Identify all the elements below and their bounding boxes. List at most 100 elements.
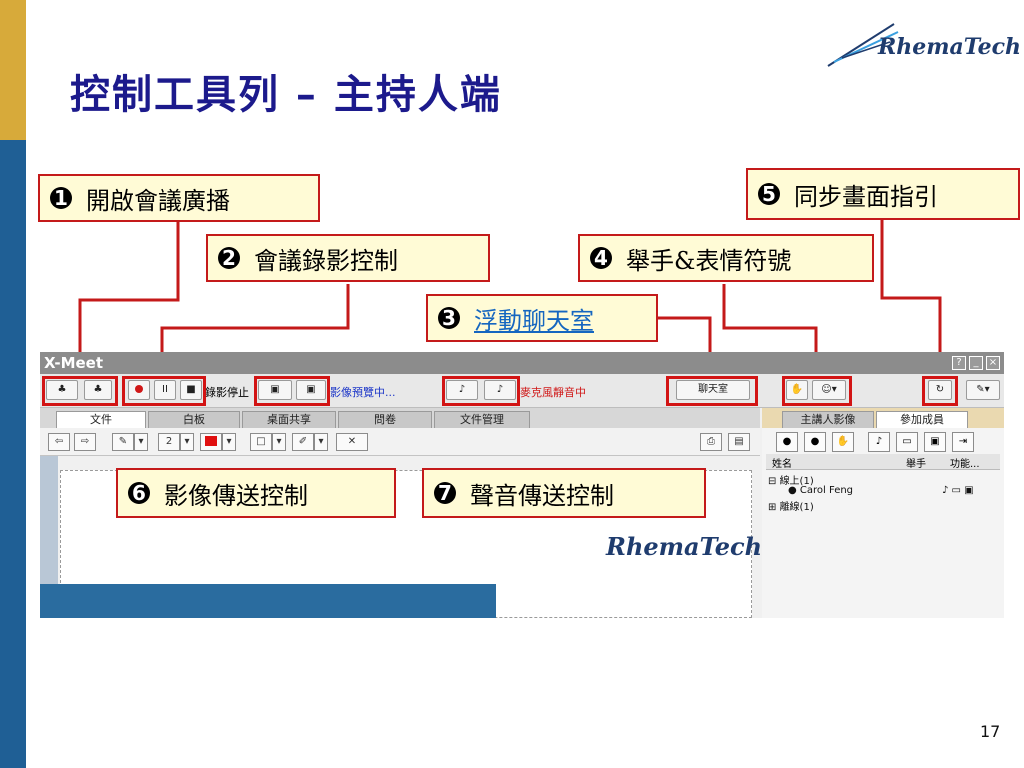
tab-presenter-video[interactable]: 主講人影像	[782, 411, 874, 428]
mic-status: 麥克風靜音中	[520, 386, 586, 399]
video-send-icon[interactable]: ▣	[258, 380, 292, 400]
callout-5: 5 同步畫面指引	[746, 168, 1020, 220]
page-select[interactable]: 2	[158, 433, 180, 451]
help-icon[interactable]: ?	[952, 356, 966, 370]
mic-icon[interactable]: ♪	[446, 380, 478, 400]
callout-2: 2 會議錄影控制	[206, 234, 490, 282]
callout-number-5: 5	[758, 182, 780, 206]
side-bar-gold	[0, 0, 26, 140]
sync-icon[interactable]: ↻	[928, 380, 952, 400]
callout-number-3: 3	[438, 306, 460, 330]
clear-icon[interactable]: ✕	[336, 433, 368, 451]
highlight-record	[122, 376, 206, 406]
video-stop-icon[interactable]: ▣	[296, 380, 326, 400]
next-page-icon[interactable]: ⇨	[74, 433, 96, 451]
callout-number-6: 6	[128, 481, 150, 505]
exit-icon[interactable]: ⇥	[952, 432, 974, 452]
camera-icon[interactable]: ▣	[924, 432, 946, 452]
callout-text-1: 開啟會議廣播	[86, 186, 230, 215]
col-function: 功能...	[950, 459, 980, 470]
stop-button[interactable]: ■	[180, 380, 202, 400]
callout-3: 3 浮動聊天室	[426, 294, 658, 342]
eraser-dropdown-icon[interactable]: ▾	[314, 433, 328, 451]
side-bar-blue	[0, 140, 26, 768]
callout-number-4: 4	[590, 246, 612, 270]
page-dropdown-icon[interactable]: ▾	[180, 433, 194, 451]
callout-4: 4 舉手&表情符號	[578, 234, 874, 282]
user-icon[interactable]: ●	[776, 432, 798, 452]
tab-whiteboard[interactable]: 白板	[148, 411, 240, 428]
callout-7: 7 聲音傳送控制	[422, 468, 706, 518]
tools-icon[interactable]: ✎▾	[966, 380, 1000, 400]
app-screenshot: X-Meet ? _ × ♣ ♣ II ■ 錄影停止 ▣ ▣ 影像預覽中... …	[40, 352, 1004, 618]
tree-user[interactable]: ● Carol Feng	[788, 485, 854, 496]
left-collapse-strip[interactable]	[40, 456, 58, 618]
tree-offline[interactable]: ⊞ 離線(1)	[768, 502, 814, 513]
pen-icon[interactable]: ✎	[112, 433, 134, 451]
callout-1: 1 開啟會議廣播	[38, 174, 320, 222]
callout-text-4: 舉手&表情符號	[626, 246, 792, 275]
tab-survey[interactable]: 問卷	[338, 411, 432, 428]
raise-hand-icon[interactable]: ✋	[786, 380, 808, 400]
tab-desktop-share[interactable]: 桌面共享	[242, 411, 336, 428]
callout-text-6: 影像傳送控制	[164, 481, 308, 510]
slide-title: 控制工具列 – 主持人端	[70, 71, 502, 118]
video-status: 影像預覽中...	[330, 386, 396, 399]
minimize-icon[interactable]: _	[969, 356, 983, 370]
callout-number-2: 2	[218, 246, 240, 270]
record-status: 錄影停止	[205, 386, 249, 399]
print-icon[interactable]: ⎙	[700, 433, 722, 451]
logo-swoosh-icon	[827, 23, 899, 67]
callout-text-5: 同步畫面指引	[794, 182, 938, 211]
shape-dropdown-icon[interactable]: ▾	[272, 433, 286, 451]
company-logo: RhemaTech	[820, 18, 1021, 78]
callout-number-7: 7	[434, 481, 456, 505]
main-tab-row: 文件 白板 桌面共享 問卷 文件管理	[40, 408, 760, 428]
highlight-chat	[666, 376, 758, 406]
tree-online[interactable]: ⊟ 線上(1)	[768, 476, 814, 487]
user-device-icons: ♪ ▭ ▣	[942, 485, 974, 496]
tab-document[interactable]: 文件	[56, 411, 146, 428]
chat-room-button[interactable]: 聊天室	[676, 380, 750, 400]
callout-6: 6 影像傳送控制	[116, 468, 396, 518]
document-toolbar: ⇦ ⇨ ✎ ▾ 2 ▾ ▾ □ ▾ ✐ ▾ ✕ ⎙ ▤	[40, 428, 760, 456]
panel-mic-icon[interactable]: ♪	[868, 432, 890, 452]
app-title: X-Meet	[44, 354, 104, 372]
app-titlebar: X-Meet ? _ ×	[40, 352, 1004, 374]
record-button[interactable]	[128, 380, 150, 400]
highlight-hand-emoticon	[782, 376, 852, 406]
canvas-logo-text: RhemaTech	[606, 532, 763, 561]
mic-mute-icon[interactable]: ♪	[484, 380, 516, 400]
folder-icon[interactable]: ▭	[896, 432, 918, 452]
callout-number-1: 1	[50, 186, 72, 210]
page-number: 17	[980, 722, 1001, 741]
eraser-icon[interactable]: ✐	[292, 433, 314, 451]
app-toolbar: ♣ ♣ II ■ 錄影停止 ▣ ▣ 影像預覽中... ♪ ♪ 麥克風靜音中 聊天…	[40, 374, 1004, 408]
chat-button-label: 聊天室	[698, 384, 728, 395]
pause-button[interactable]: II	[154, 380, 176, 400]
col-hand: 舉手	[906, 459, 926, 470]
tree-online-label: 線上(1)	[779, 476, 814, 487]
hand-icon[interactable]: ✋	[832, 432, 854, 452]
broadcast-icon[interactable]: ♣	[46, 380, 78, 400]
participants-panel: ● ● ✋ ♪ ▭ ▣ ⇥ 姓名 舉手 功能... ⊟ 線上(1) ● Caro…	[762, 428, 1004, 618]
user-off-icon[interactable]: ●	[804, 432, 826, 452]
highlight-audio	[442, 376, 520, 406]
emoticon-icon[interactable]: ☺▾	[812, 380, 846, 400]
panel-tab-row: 主講人影像 參加成員	[762, 408, 1004, 428]
save-icon[interactable]: ▤	[728, 433, 750, 451]
close-icon[interactable]: ×	[986, 356, 1000, 370]
callout-text-2: 會議錄影控制	[254, 246, 398, 275]
prev-page-icon[interactable]: ⇦	[48, 433, 70, 451]
logo-text: RhemaTech	[878, 34, 1022, 60]
callout-text-3[interactable]: 浮動聊天室	[474, 306, 594, 335]
color-picker[interactable]	[200, 433, 222, 451]
shape-icon[interactable]: □	[250, 433, 272, 451]
color-dropdown-icon[interactable]: ▾	[222, 433, 236, 451]
tab-participants[interactable]: 參加成員	[876, 411, 968, 428]
broadcast-off-icon[interactable]: ♣	[84, 380, 112, 400]
highlight-video	[254, 376, 330, 406]
tree-user-label: Carol Feng	[799, 485, 854, 496]
pen-dropdown-icon[interactable]: ▾	[134, 433, 148, 451]
tab-file-management[interactable]: 文件管理	[434, 411, 530, 428]
